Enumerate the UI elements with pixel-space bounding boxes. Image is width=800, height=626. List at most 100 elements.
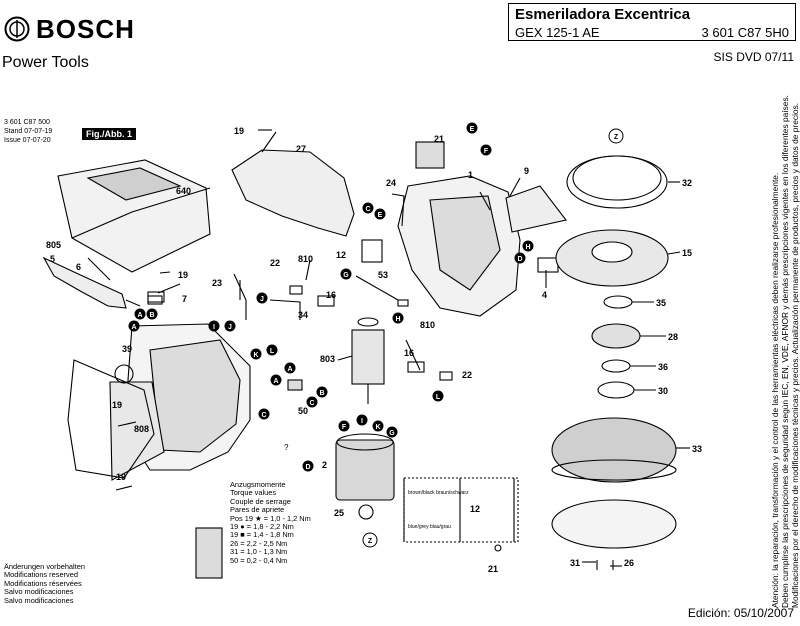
callout-23: 23	[212, 278, 222, 288]
svg-text:A: A	[137, 312, 142, 319]
stator-drawing	[335, 433, 395, 501]
callout-6: 6	[76, 262, 81, 272]
letter-callout: C	[362, 202, 374, 214]
torque-line: 19 ● = 1,8 - 2,2 Nm	[230, 522, 294, 532]
callout-640: 640	[176, 186, 191, 196]
stand-date: Stand 07-07-19	[4, 128, 53, 135]
letter-callout: B	[316, 386, 328, 398]
letter-callout: D	[514, 252, 526, 264]
letter-callout: D	[302, 460, 314, 472]
letter-callout: K	[250, 348, 262, 360]
svg-text:Z: Z	[368, 538, 373, 545]
callout-12-circuit: 12	[470, 504, 480, 514]
torque-line: 26 = 2,2 - 2,5 Nm	[230, 538, 288, 548]
wire-label-blue: blue/grey blau/grau	[408, 524, 451, 530]
fan-drawing	[555, 229, 669, 287]
callout-21-bottom: 21	[488, 564, 498, 574]
part-number: 3 601 C87 5H0	[701, 25, 789, 40]
callout-810-right: 810	[420, 320, 435, 330]
callout-22: 22	[270, 258, 280, 268]
svg-text:C: C	[261, 412, 266, 419]
document-title: Esmeriladora Excentrica	[515, 6, 691, 23]
callout-31: 31	[570, 558, 580, 568]
svg-text:B: B	[149, 312, 154, 319]
svg-text:A: A	[273, 378, 278, 385]
svg-text:D: D	[517, 256, 522, 263]
torque-line: Pares de apriete	[230, 505, 285, 515]
letter-callout: G	[386, 426, 398, 438]
title-box: Esmeriladora Excentrica GEX 125-1 AE 3 6…	[508, 3, 796, 41]
side-notice: Atención: la reparación, transformación …	[758, 90, 800, 610]
letter-callout: Z	[362, 532, 378, 548]
changes-line: Salvo modificaciones	[4, 587, 74, 597]
torque-line: 50 = 0,2 - 0,4 Nm	[230, 555, 288, 565]
callout-805: 805	[46, 240, 61, 250]
changes-note: Änderungen vorbehalten Modifications res…	[4, 562, 85, 605]
letter-callout: C	[258, 408, 270, 420]
svg-text:F: F	[342, 424, 347, 431]
svg-text:E: E	[378, 212, 383, 219]
callout-19-dot: 19	[116, 472, 126, 482]
svg-text:D: D	[305, 464, 310, 471]
sis-label: SIS DVD 07/11	[713, 50, 794, 64]
callout-30: 30	[658, 386, 668, 396]
sanding-pad-drawing	[551, 417, 677, 483]
letter-callout: E	[374, 208, 386, 220]
changes-line: Salvo modificaciones	[4, 595, 74, 605]
callout-35: 35	[656, 298, 666, 308]
torque-line: 19 ■ = 1,4 - 1,8 Nm	[230, 530, 294, 540]
svg-text:F: F	[484, 148, 489, 155]
housing-left-drawing	[109, 323, 251, 481]
callout-21-top: 21	[434, 134, 444, 144]
brand-name: BOSCH	[36, 14, 135, 44]
letter-callout: G	[340, 268, 352, 280]
svg-text:A: A	[287, 366, 292, 373]
callout-2: 2	[322, 460, 327, 470]
revision-info: 3 601 C87 500 Stand 07-07-19 Issue 07-07…	[4, 118, 52, 145]
svg-text:Z: Z	[614, 134, 619, 141]
letter-callout: H	[392, 312, 404, 324]
changes-line: Modifications réservées	[4, 578, 82, 588]
letter-callout: L	[432, 390, 444, 402]
edition-date: Edición: 05/10/2007	[687, 606, 794, 620]
torque-line: Pos 19 ★ = 1,0 - 1,2 Nm	[230, 513, 311, 523]
callout-1: 1	[468, 170, 473, 180]
letter-callout: B	[146, 308, 158, 320]
callout-16-left: 16	[326, 290, 336, 300]
model-name: GEX 125-1 AE	[515, 25, 600, 40]
issue-date: Issue 07-07-20	[4, 137, 51, 144]
callout-15: 15	[682, 248, 692, 258]
callout-34: 34	[298, 310, 308, 320]
svg-text:B: B	[319, 390, 324, 397]
letter-callout: F	[480, 144, 492, 156]
exploded-drawing: 19 27 640 805 5 6 19 7 39 19 808 19 23 2…	[42, 122, 702, 579]
callout-19-mid: 19	[178, 270, 188, 280]
side-note-line: Modificaciones por el derecho de modific…	[790, 102, 800, 608]
callout-36: 36	[658, 362, 668, 372]
svg-text:I: I	[213, 324, 215, 331]
callout-39: 39	[122, 344, 132, 354]
svg-text:C: C	[309, 400, 314, 407]
side-note-line: Deben cumplirse las prescripciones de se…	[780, 95, 790, 608]
callout-9: 9	[524, 166, 529, 176]
bosch-logo-icon	[4, 16, 30, 42]
callout-12-top: 12	[336, 250, 346, 260]
svg-text:I: I	[361, 418, 363, 425]
letter-callout: A	[128, 320, 140, 332]
letter-callout: I	[208, 320, 220, 332]
callout-5: 5	[50, 254, 55, 264]
letter-callout: K	[372, 420, 384, 432]
letter-callout: J	[224, 320, 236, 332]
sanding-sheet-drawing	[551, 499, 677, 549]
callout-4: 4	[542, 290, 547, 300]
code-number: 3 601 C87 500	[4, 119, 50, 126]
callout-24: 24	[386, 178, 396, 188]
letter-callout: A	[284, 362, 296, 374]
svg-text:J: J	[260, 296, 264, 303]
callout-19-star: 19	[112, 400, 122, 410]
callout-803: 803	[320, 354, 335, 364]
letter-callout: Z	[608, 128, 624, 144]
torque-line: 31 = 1,0 - 1,3 Nm	[230, 547, 288, 557]
letter-callout: A	[270, 374, 282, 386]
wire-label-brown: brown/black braun/schwarz	[408, 490, 469, 496]
